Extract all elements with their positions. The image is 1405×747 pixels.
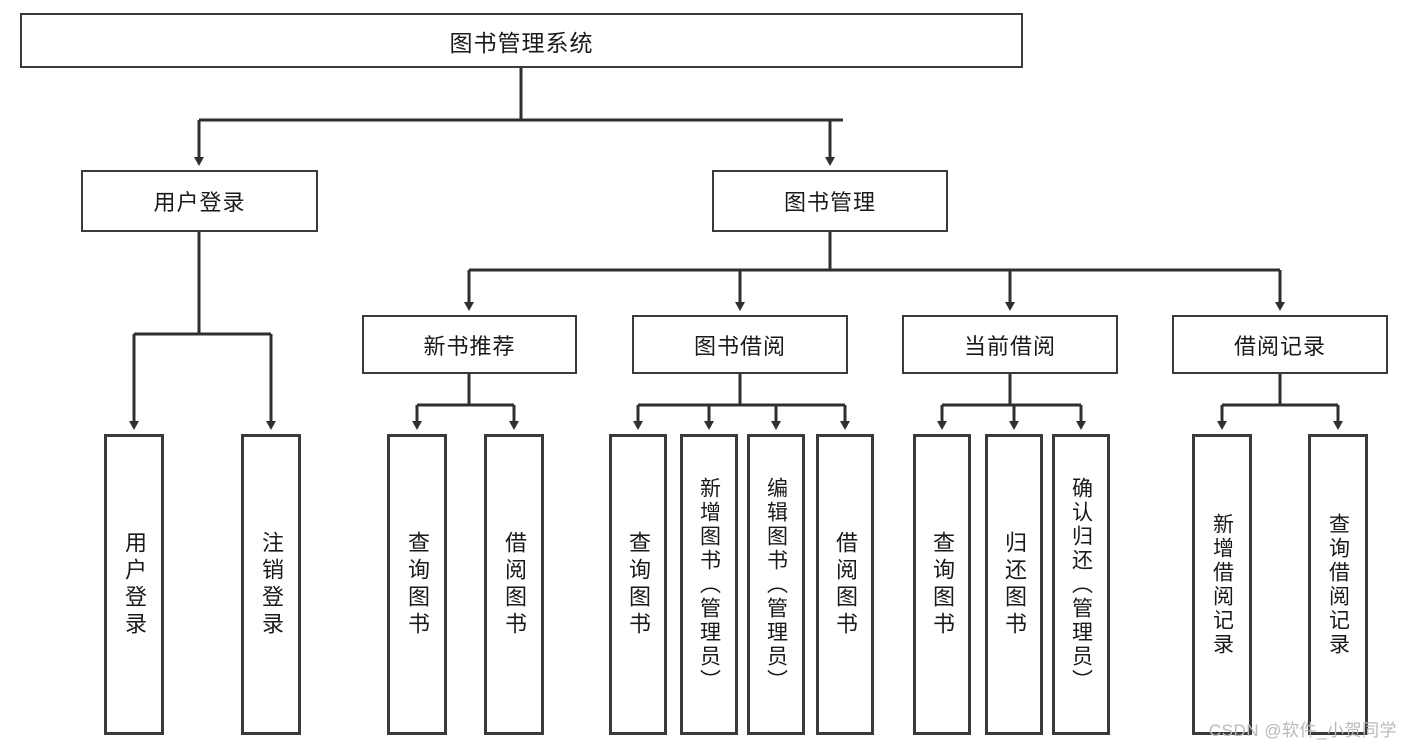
leaf-node-query-book-2-label: 查询图书 (626, 530, 651, 639)
node-book-borrow-label: 图书借阅 (693, 333, 786, 359)
leaf-node-user-login-label: 用户登录 (122, 530, 147, 639)
leaf-node-return-book[interactable]: 归还图书 (985, 434, 1043, 735)
leaf-node-query-book-1-label: 查询图书 (405, 530, 430, 639)
node-new-book-recommend[interactable]: 新书推荐 (362, 315, 577, 374)
leaf-node-user-login[interactable]: 用户登录 (104, 434, 164, 735)
node-user-login-label: 用户登录 (153, 190, 246, 215)
leaf-node-logout-label: 注销登录 (259, 530, 284, 639)
leaf-node-query-book-2[interactable]: 查询图书 (609, 434, 667, 735)
node-user-login[interactable]: 用户登录 (81, 170, 318, 232)
node-book-management-label: 图书管理 (783, 190, 876, 215)
edge-group-newbook (412, 374, 519, 430)
edge-group-borrow (633, 374, 850, 430)
leaf-node-query-book-3[interactable]: 查询图书 (913, 434, 971, 735)
leaf-node-borrow-book-1-label: 借阅图书 (502, 530, 527, 639)
leaf-node-query-borrow-record-label: 查询借阅记录 (1326, 512, 1350, 657)
leaf-node-confirm-return-admin[interactable]: 确认归还（管理员） (1052, 434, 1110, 735)
leaf-node-query-book-1[interactable]: 查询图书 (387, 434, 447, 735)
node-borrow-records-label: 借阅记录 (1233, 333, 1326, 359)
edge-group-bookmgmt (464, 232, 1285, 311)
leaf-node-edit-book-admin-label: 编辑图书（管理员） (764, 476, 788, 693)
leaf-node-logout[interactable]: 注销登录 (241, 434, 301, 735)
node-new-book-recommend-label: 新书推荐 (423, 333, 516, 359)
edge-group-current (937, 374, 1086, 430)
node-root[interactable]: 图书管理系统 (20, 13, 1023, 68)
edge-group-records (1217, 374, 1343, 430)
leaf-node-borrow-book-2[interactable]: 借阅图书 (816, 434, 874, 735)
leaf-node-borrow-book-1[interactable]: 借阅图书 (484, 434, 544, 735)
leaf-node-borrow-book-2-label: 借阅图书 (833, 530, 858, 639)
leaf-node-query-borrow-record[interactable]: 查询借阅记录 (1308, 434, 1368, 735)
watermark-text: CSDN @软件_小贺同学 (1208, 721, 1397, 740)
leaf-node-confirm-return-admin-label: 确认归还（管理员） (1069, 476, 1093, 693)
edge-group-login (129, 232, 276, 430)
node-borrow-records[interactable]: 借阅记录 (1172, 315, 1388, 374)
leaf-node-add-book-admin[interactable]: 新增图书（管理员） (680, 434, 738, 735)
node-root-label: 图书管理系统 (449, 29, 594, 56)
leaf-node-add-book-admin-label: 新增图书（管理员） (697, 476, 721, 693)
leaf-node-add-borrow-record-label: 新增借阅记录 (1210, 512, 1234, 657)
node-book-management[interactable]: 图书管理 (712, 170, 948, 232)
edge-group-root (194, 68, 843, 166)
leaf-node-add-borrow-record[interactable]: 新增借阅记录 (1192, 434, 1252, 735)
leaf-node-edit-book-admin[interactable]: 编辑图书（管理员） (747, 434, 805, 735)
node-current-borrow[interactable]: 当前借阅 (902, 315, 1118, 374)
leaf-node-query-book-3-label: 查询图书 (930, 530, 955, 639)
node-book-borrow[interactable]: 图书借阅 (632, 315, 848, 374)
leaf-node-return-book-label: 归还图书 (1002, 530, 1027, 639)
node-current-borrow-label: 当前借阅 (963, 333, 1056, 359)
